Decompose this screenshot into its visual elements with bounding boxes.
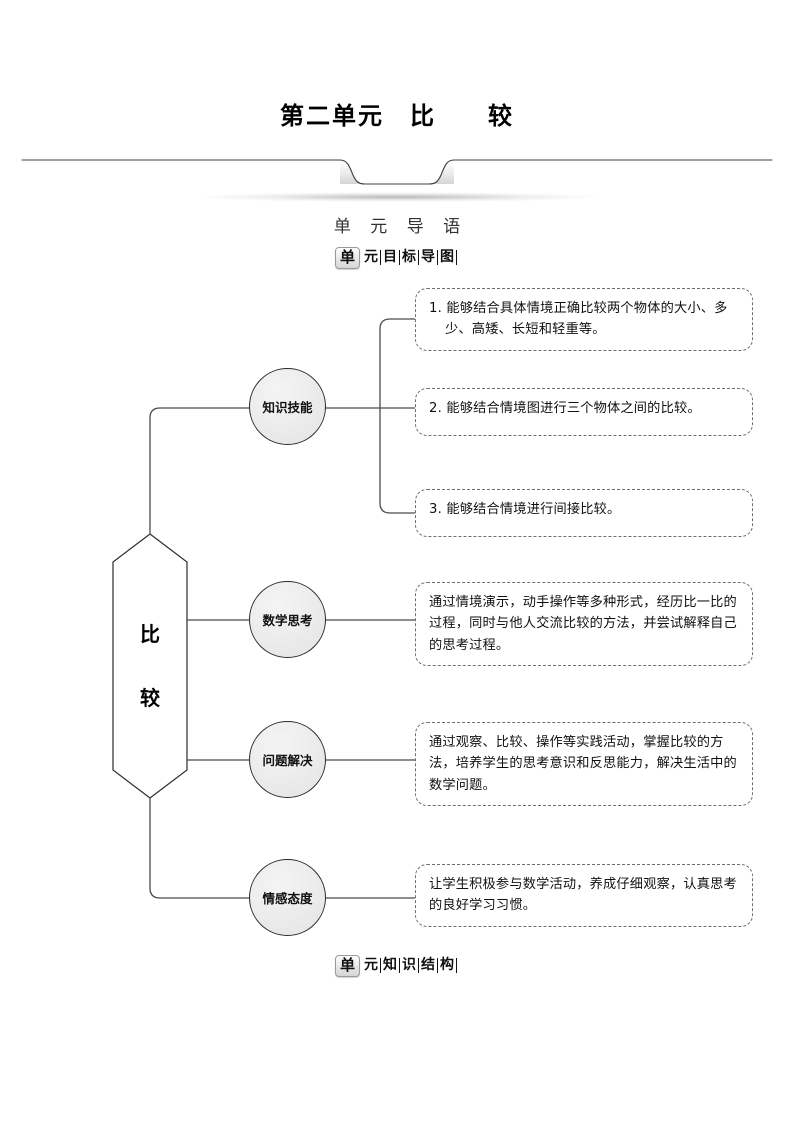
connector-root-to-knowledge bbox=[149, 407, 250, 535]
page-title: 第二单元 比 较 bbox=[280, 102, 514, 130]
section-heading: 单 元 导 语 bbox=[333, 217, 468, 237]
unit-knowledge-structure-badge: 单 元知识结构 bbox=[0, 955, 794, 977]
branch-node-knowledge-skills: 知识技能 bbox=[249, 368, 326, 445]
leaf-box: 2. 能够结合情境图进行三个物体之间的比较。 bbox=[415, 388, 753, 436]
badge-box-char: 单 bbox=[334, 955, 360, 977]
leaf-text: 3. 能够结合情境进行间接比较。 bbox=[429, 502, 621, 517]
badge-segment: 知 bbox=[383, 957, 400, 974]
badge-segments: 元目标导图 bbox=[364, 249, 459, 266]
leaf-box: 通过情境演示，动手操作等多种形式，经历比一比的过程，同时与他人交流比较的方法，并… bbox=[415, 582, 753, 667]
root-label-line2: 较 bbox=[140, 686, 160, 710]
badge-segment: 元 bbox=[364, 957, 381, 974]
branch-node-emotional-attitude: 情感态度 bbox=[249, 859, 326, 936]
leaf-box: 3. 能够结合情境进行间接比较。 bbox=[415, 489, 753, 537]
badge-segment: 目 bbox=[383, 249, 400, 266]
banner-shadow bbox=[197, 192, 597, 202]
leaf-box: 通过观察、比较、操作等实践活动，掌握比较的方法，培养学生的思考意识和反思能力，解… bbox=[415, 722, 753, 807]
unit-goal-map-badge: 单 元目标导图 bbox=[0, 247, 794, 269]
badge-segment: 识 bbox=[402, 957, 419, 974]
decorative-banner bbox=[0, 150, 794, 210]
badge-segment: 图 bbox=[440, 249, 457, 266]
badge-segment: 标 bbox=[402, 249, 419, 266]
badge-segment: 结 bbox=[421, 957, 438, 974]
leaf-text: 2. 能够结合情境图进行三个物体之间的比较。 bbox=[429, 401, 701, 416]
branch-node-math-thinking: 数学思考 bbox=[249, 581, 326, 658]
leaf-box: 让学生积极参与数学活动，养成仔细观察，认真思考的良好学习习惯。 bbox=[415, 864, 753, 927]
badge-segments: 元知识结构 bbox=[364, 957, 459, 974]
connector-root-to-attitude bbox=[149, 797, 250, 899]
branch-node-problem-solving: 问题解决 bbox=[249, 721, 326, 798]
leaf-text: 让学生积极参与数学活动，养成仔细观察，认真思考的良好学习习惯。 bbox=[429, 877, 737, 914]
leaf-text: 1. 能够结合具体情境正确比较两个物体的大小、多少、高矮、长短和轻重等。 bbox=[429, 301, 728, 338]
leaf-text: 通过情境演示，动手操作等多种形式，经历比一比的过程，同时与他人交流比较的方法，并… bbox=[429, 595, 737, 653]
banner-svg bbox=[21, 159, 773, 185]
connector-knowledge-to-leaf3 bbox=[379, 407, 416, 514]
leaf-text: 通过观察、比较、操作等实践活动，掌握比较的方法，培养学生的思考意识和反思能力，解… bbox=[429, 735, 737, 793]
badge-box-char: 单 bbox=[334, 247, 360, 269]
badge-segment: 导 bbox=[421, 249, 438, 266]
leaf-box: 1. 能够结合具体情境正确比较两个物体的大小、多少、高矮、长短和轻重等。 bbox=[415, 288, 753, 351]
root-node: 比 较 bbox=[113, 534, 187, 798]
root-label-line1: 比 bbox=[140, 622, 160, 646]
badge-segment: 元 bbox=[364, 249, 381, 266]
connector-knowledge-to-leaf1 bbox=[379, 318, 416, 409]
badge-segment: 构 bbox=[440, 957, 457, 974]
root-node-label: 比 较 bbox=[113, 534, 187, 798]
